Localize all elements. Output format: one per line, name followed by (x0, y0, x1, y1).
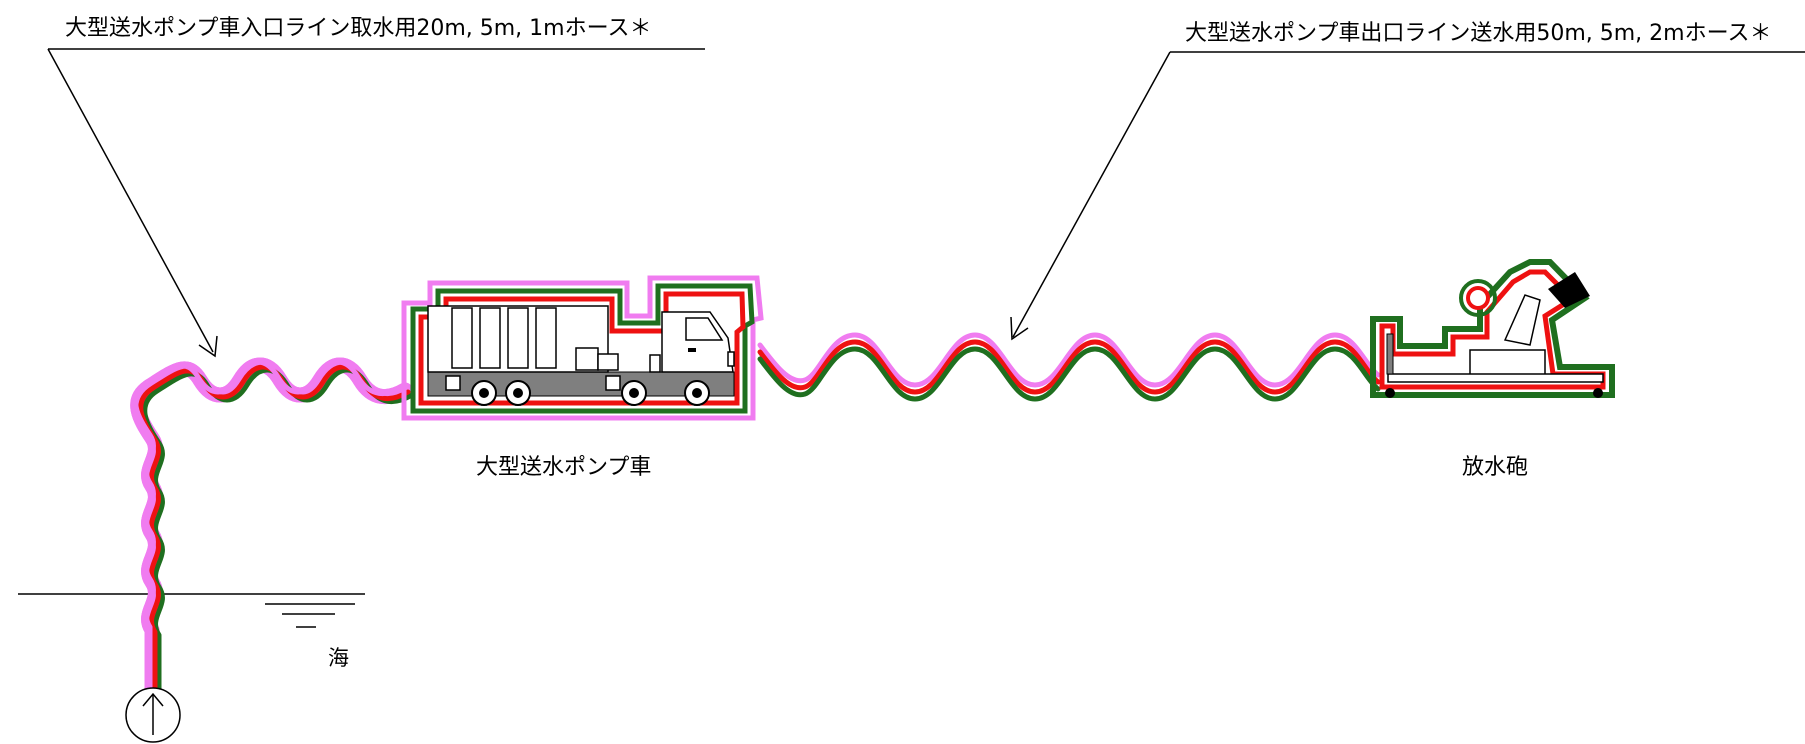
inlet-hose-callout-text: 大型送水ポンプ車入口ライン取水用20m, 5m, 1mホース＊ (65, 16, 652, 41)
outlet-hose-callout: 大型送水ポンプ車出口ライン送水用50m, 5m, 2mホース＊ (1010, 21, 1805, 341)
sea-label: 海 (328, 646, 349, 670)
truck-wheel (621, 380, 647, 406)
truck-wheel (505, 380, 531, 406)
pump-truck: 大型送水ポンプ車 (401, 275, 764, 480)
sea-surface: 海 (18, 593, 365, 670)
outlet-hose (757, 332, 1381, 402)
pump-truck-label: 大型送水ポンプ車 (476, 455, 651, 480)
truck-wheel (684, 380, 710, 406)
truck-wheel (471, 380, 497, 406)
water-cannon-label: 放水砲 (1462, 455, 1528, 480)
up-arrow-circle-icon (125, 687, 181, 743)
inlet-hose-callout: 大型送水ポンプ車入口ライン取水用20m, 5m, 1mホース＊ (47, 16, 705, 358)
outlet-hose-callout-text: 大型送水ポンプ車出口ライン送水用50m, 5m, 2mホース＊ (1185, 21, 1772, 46)
water-cannon: 放水砲 (1370, 259, 1615, 480)
inlet-hose (136, 362, 415, 698)
